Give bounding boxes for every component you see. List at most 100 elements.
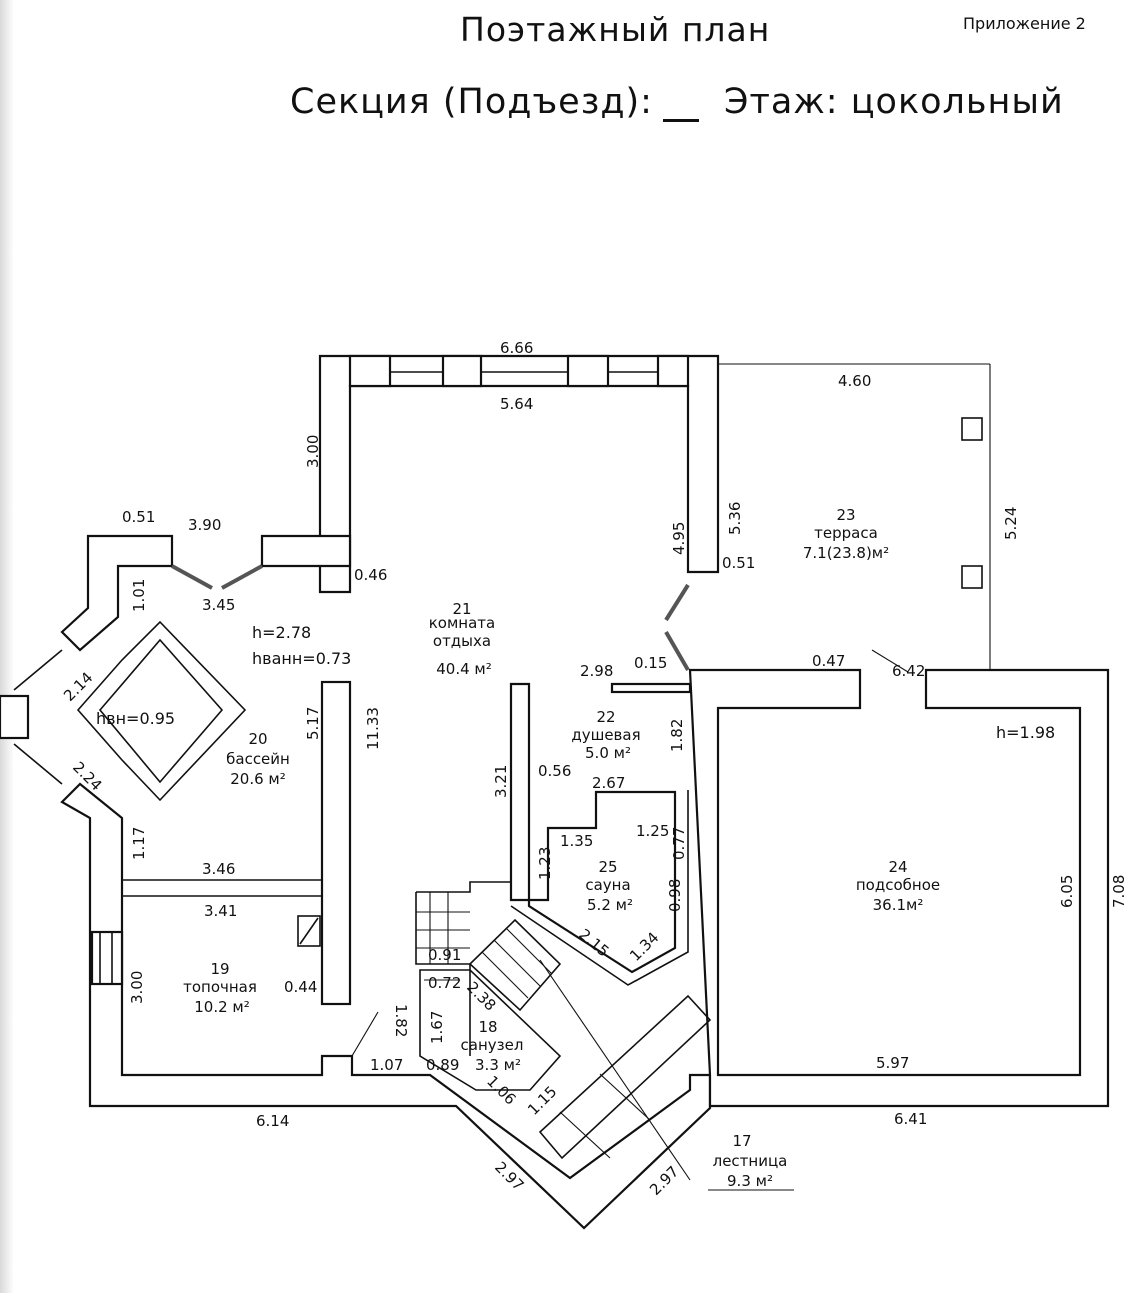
room-24-label: 24 подсобное 36.1м² — [856, 858, 940, 914]
scan-edge-shadow — [0, 0, 14, 1293]
room-19-name: топочная — [183, 978, 257, 996]
room-19-area: 10.2 м² — [194, 998, 250, 1016]
dim-1-01: 1.01 — [130, 579, 148, 612]
window-pier-3 — [566, 354, 610, 388]
pool-door-swing — [351, 1011, 379, 1057]
room-23-area: 7.1(23.8)м² — [803, 544, 889, 562]
dim-0-15: 0.15 — [634, 654, 667, 672]
window-pier-2 — [441, 354, 483, 388]
top-wall — [318, 354, 720, 594]
bay-window-left — [171, 564, 213, 590]
stair-tread-1 — [481, 951, 529, 999]
room-24-name: подсобное — [856, 876, 940, 894]
dim-6-66: 6.66 — [500, 339, 533, 357]
dim-2-97-right: 2.97 — [646, 1162, 682, 1198]
dim-0-46: 0.46 — [354, 566, 387, 584]
section-label: Секция (Подъезд): — [290, 82, 699, 122]
dim-1-25: 1.25 — [636, 822, 669, 840]
room-20-number: 20 — [248, 730, 267, 748]
dim-2-98: 2.98 — [580, 662, 613, 680]
dim-0-98: 0.98 — [666, 879, 684, 912]
section-blank-line — [662, 89, 699, 122]
dim-3-00-left: 3.00 — [128, 971, 146, 1004]
dim-3-90: 3.90 — [188, 516, 221, 534]
shower-partition — [610, 682, 692, 694]
room-19-number: 19 — [210, 960, 229, 978]
dim-6-14: 6.14 — [256, 1112, 289, 1130]
room-21-area: 40.4 м² — [436, 660, 492, 678]
sauna-wall — [509, 682, 677, 974]
window-pier-1 — [348, 354, 392, 388]
dim-1-17: 1.17 — [130, 827, 148, 860]
room-22-area: 5.0 м² — [585, 744, 631, 762]
room-20-area: 20.6 м² — [230, 770, 286, 788]
room-22-label: 22 душевая 5.0 м² — [571, 708, 640, 762]
dim-3-45: 3.45 — [202, 596, 235, 614]
room-21-label: 21 комната отдыха 40.4 м² — [428, 600, 496, 678]
dim-0-47: 0.47 — [812, 652, 845, 670]
stair-flight — [468, 918, 562, 1012]
dim-1-06: 1.06 — [483, 1072, 519, 1108]
room-21-number: 21 — [452, 600, 471, 618]
dim-2-67: 2.67 — [592, 774, 625, 792]
dim-1-15: 1.15 — [524, 1082, 560, 1118]
dim-5-64: 5.64 — [500, 395, 533, 413]
sauna-outline — [510, 790, 689, 986]
dim-5-24: 5.24 — [1002, 507, 1020, 540]
height-main: h=2.78 — [252, 623, 311, 642]
door-swing-6-42 — [871, 649, 909, 673]
stair-arrow — [539, 959, 691, 1181]
dim-1-07: 1.07 — [370, 1056, 403, 1074]
room-20-name: бассейн — [226, 750, 290, 768]
room-labels: 17 лестница 9.3 м² 18 санузел 3.3 м² 19 … — [183, 506, 940, 1191]
dim-3-41: 3.41 — [204, 902, 237, 920]
left-notch-wall — [260, 534, 352, 568]
pool-basin — [98, 638, 224, 784]
pool-window-frame — [0, 694, 30, 740]
dim-0-77: 0.77 — [670, 827, 688, 860]
room-23-name: терраса — [814, 524, 878, 542]
room-19-label: 19 топочная 10.2 м² — [183, 960, 257, 1016]
dim-5-97: 5.97 — [876, 1054, 909, 1072]
stair-and-bathroom — [415, 881, 712, 1181]
room-23-label: 23 терраса 7.1(23.8)м² — [803, 506, 889, 562]
interior-walls — [13, 363, 991, 1057]
room-22-number: 22 — [596, 708, 615, 726]
room-21-name: комната отдыха — [428, 614, 496, 650]
room-17-name: лестница — [713, 1152, 788, 1170]
dim-0-89: 0.89 — [426, 1056, 459, 1074]
boiler-symbol-diag — [299, 917, 319, 945]
terrace-column-2 — [961, 565, 983, 589]
dim-1-67: 1.67 — [428, 1011, 446, 1044]
room-18-name: санузел — [461, 1036, 524, 1054]
left-lower-wall — [60, 782, 712, 1230]
exterior-walls — [0, 354, 1110, 1230]
dim-2-38: 2.38 — [463, 978, 499, 1014]
dim-6-42: 6.42 — [892, 662, 925, 680]
left-upper-wall — [60, 534, 174, 652]
room-18-area: 3.3 м² — [475, 1056, 521, 1074]
bay-window-right — [221, 564, 263, 590]
dim-5-17: 5.17 — [304, 707, 322, 740]
room-25-number: 25 — [598, 858, 617, 876]
dim-4-95: 4.95 — [670, 522, 688, 555]
stair-outline — [415, 881, 511, 1056]
room-17-area: 9.3 м² — [727, 1172, 773, 1190]
dim-1-82-wc: 1.82 — [392, 1004, 410, 1037]
dim-5-36: 5.36 — [726, 502, 744, 535]
room-25-label: 25 сауна 5.2 м² — [585, 858, 633, 914]
terrace-column-1 — [961, 417, 983, 441]
room-22-name: душевая — [571, 726, 640, 744]
window-pier-4 — [656, 354, 690, 388]
dim-0-51-left: 0.51 — [122, 508, 155, 526]
height-notes: h=2.78 hванн=0.73 hвн=0.95 h=1.98 — [96, 623, 1055, 742]
left-window-frame — [90, 930, 124, 986]
height-utility: h=1.98 — [996, 723, 1055, 742]
lower-stair-block — [538, 994, 712, 1160]
dim-0-91: 0.91 — [428, 946, 461, 964]
appendix-label: Приложение 2 — [963, 14, 1086, 33]
dim-7-08: 7.08 — [1110, 875, 1128, 908]
terrace-door-2 — [664, 630, 690, 672]
dim-11-33: 11.33 — [364, 707, 382, 750]
